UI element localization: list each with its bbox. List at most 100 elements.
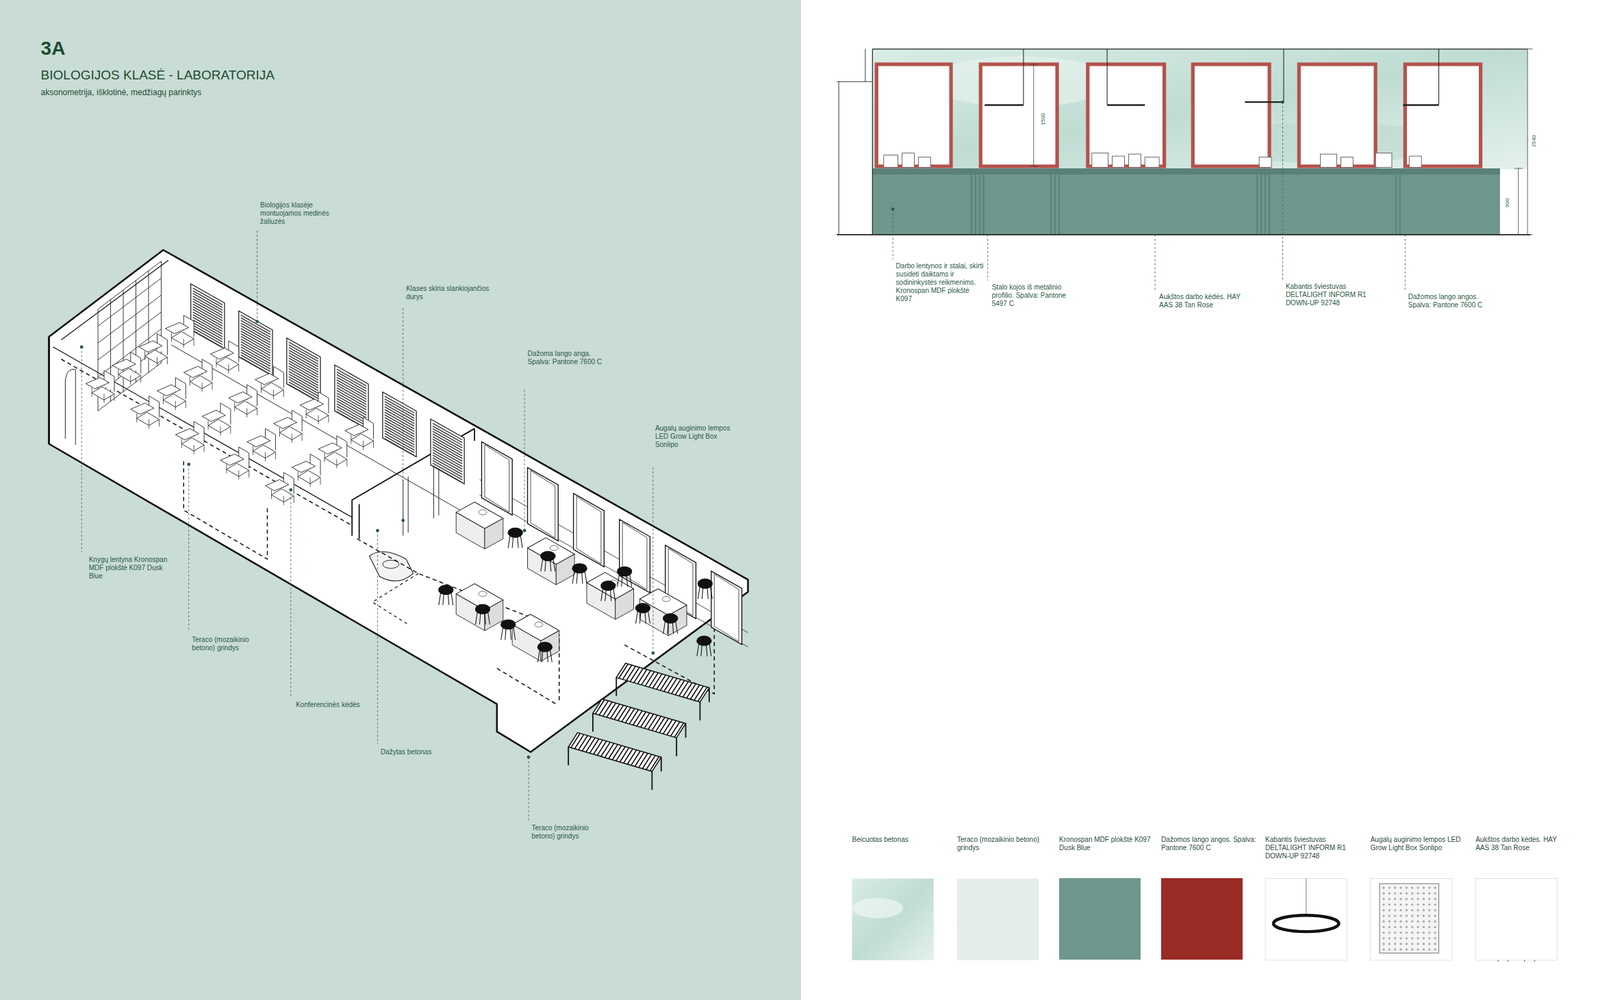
blind-slat (432, 442, 463, 459)
blind-slat (240, 317, 271, 335)
stool (600, 580, 616, 591)
chair (183, 366, 207, 378)
led-dot (1422, 931, 1425, 934)
blind-slat (288, 358, 319, 375)
blind-slat (336, 390, 367, 407)
led-dot (1382, 914, 1385, 917)
window (382, 392, 417, 458)
led-dot (1393, 903, 1396, 906)
leader-line (256, 230, 258, 322)
leader-dot (891, 207, 895, 211)
window-frame (1192, 64, 1270, 167)
chair (234, 401, 258, 417)
blind-slat (432, 449, 463, 467)
led-dot (1434, 931, 1437, 934)
callout-label: Augalų auginimo lempos LED Grow Light Bo… (655, 424, 732, 450)
window (484, 445, 510, 513)
bench-slat (644, 671, 654, 687)
blind-slat (432, 444, 463, 461)
bench-slat (642, 754, 652, 769)
led-dot (1388, 937, 1391, 940)
slat-panel (1399, 174, 1401, 235)
plant-pot (1408, 156, 1422, 168)
plant-pot (534, 622, 543, 628)
window (527, 467, 559, 541)
plant-pot (549, 545, 558, 551)
bench-slat (610, 704, 620, 719)
led-dot (1399, 948, 1402, 951)
bench-slat (626, 666, 636, 681)
blind-slat (193, 298, 223, 315)
led-dot (1393, 942, 1396, 945)
plant-pot (478, 591, 487, 597)
led-dot (1388, 909, 1391, 912)
led-dot (1411, 909, 1414, 912)
chair (216, 358, 239, 374)
blind-slat (240, 349, 271, 367)
material-swatch (852, 879, 934, 961)
chair (136, 413, 160, 429)
bench (568, 732, 662, 790)
chair (345, 424, 369, 436)
led-dot (1405, 892, 1408, 895)
chair (145, 351, 168, 367)
led-dot (1422, 903, 1425, 906)
bench-slat (674, 722, 684, 738)
led-dot (1411, 920, 1414, 923)
led-dot (1405, 914, 1408, 917)
stool (697, 578, 713, 589)
blind-slat (336, 395, 367, 413)
bench-slat (694, 686, 704, 701)
leader-dot (401, 518, 405, 523)
stool (475, 604, 491, 615)
dimension-line (1517, 168, 1519, 235)
bench-slat (574, 734, 584, 749)
blind-slat (336, 409, 367, 426)
led-dot (1393, 914, 1396, 917)
bench-slat (671, 679, 681, 695)
led-dot (1422, 909, 1425, 912)
led-dot (1422, 892, 1425, 895)
back-wall-base (171, 345, 475, 519)
led-dot (1416, 926, 1419, 929)
leader-dot (891, 100, 1285, 211)
plant-pot (1259, 157, 1272, 168)
bench (592, 699, 687, 756)
stool (616, 566, 632, 577)
leader-dot (80, 319, 655, 759)
chair (138, 340, 163, 352)
bench-slat (629, 709, 639, 725)
bench-slat (644, 714, 654, 729)
plant-pot (478, 510, 487, 515)
led-dot (1434, 909, 1437, 912)
window (619, 519, 651, 593)
blind-slat (240, 320, 271, 337)
bench-slat (608, 744, 618, 760)
led-dot (1416, 886, 1419, 889)
blind-slat (336, 392, 367, 410)
window-frame (1087, 64, 1165, 167)
blind-slat (432, 463, 463, 480)
blind-slat (336, 403, 367, 421)
bench-slat (631, 751, 641, 766)
led-dot (1411, 926, 1414, 929)
blind-slat (432, 447, 463, 464)
led-dot (1416, 914, 1419, 917)
chair (228, 391, 252, 403)
dashed-outline (60, 359, 715, 705)
stool (571, 563, 587, 574)
leader-line (1282, 102, 1284, 281)
led-dot (1416, 903, 1419, 906)
window (238, 310, 273, 376)
led-dot (1428, 903, 1431, 906)
counter (872, 168, 1501, 235)
blind-slat (432, 425, 463, 443)
bench-slat (586, 738, 595, 753)
led-dot (1434, 920, 1437, 923)
plant-pot (1375, 153, 1392, 168)
blind-slat (288, 342, 319, 359)
bench-slat (666, 720, 676, 736)
blind-slat (288, 382, 319, 399)
led-dot (1405, 942, 1408, 945)
